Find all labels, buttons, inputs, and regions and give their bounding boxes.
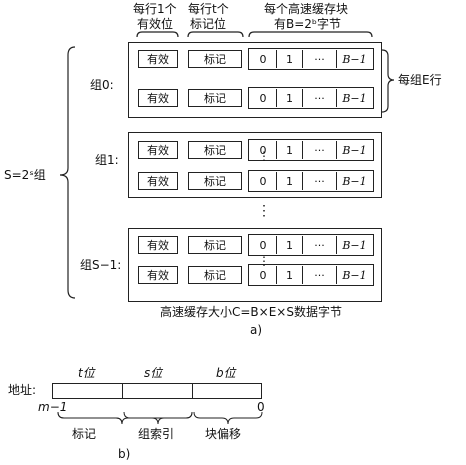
tag-cell: 标记 <box>188 50 242 68</box>
block-header-bracket <box>248 31 373 38</box>
address-divider-1 <box>122 383 123 399</box>
block-byte-last-cell: B−1 <box>336 141 372 159</box>
tag-cell: 标记 <box>188 141 242 159</box>
block-byte-0-cell: 0 <box>259 52 267 66</box>
tag-header-bracket <box>187 31 244 38</box>
block-bytes-ellipsis-cell: ··· <box>302 236 336 254</box>
block-byte-0-cell: 0 <box>259 238 267 252</box>
address-label: 地址: <box>8 383 37 397</box>
index-field-caption: 组索引 <box>138 427 175 441</box>
lines-per-set-label: 每组E行 <box>398 73 442 87</box>
block-byte-last-cell: B−1 <box>336 172 372 190</box>
block-bytes-ellipsis-cell: ··· <box>302 141 336 159</box>
cache-block-outline <box>248 264 374 286</box>
set-1-label: 组1: <box>95 153 119 167</box>
t-field-label: t位 <box>78 366 95 380</box>
between-sets-dots: ⋮ <box>257 203 271 219</box>
cache-size-caption: 高速缓存大小C=B×E×S数据字节 <box>160 305 342 319</box>
tag-cell: 标记 <box>188 89 242 107</box>
cache-block-outline <box>248 170 374 192</box>
tag-cell: 标记 <box>188 266 242 284</box>
index-bracket <box>123 411 193 425</box>
block-bytes-ellipsis-cell: ··· <box>302 172 336 190</box>
block-byte-0-cell: 0 <box>259 91 267 105</box>
valid-bit-cell: 有效 <box>138 266 178 284</box>
tag-header-line2: 标记位 <box>190 17 227 31</box>
set-last-box <box>128 228 382 302</box>
block-byte-last-cell: B−1 <box>336 236 372 254</box>
set-1-box <box>128 132 382 198</box>
address-bar <box>52 383 262 399</box>
set-0-box <box>128 42 382 118</box>
valid-bit-cell: 有效 <box>138 89 178 107</box>
figure-b-label: b) <box>118 447 131 461</box>
set-last-label: 组S−1: <box>80 258 122 272</box>
b-field-label: b位 <box>216 366 236 380</box>
valid-bit-cell: 有效 <box>138 50 178 68</box>
msb-label: m−1 <box>38 400 68 414</box>
set-0-label: 组0: <box>90 78 114 92</box>
offset-bracket <box>193 411 263 425</box>
block-header-line1: 每个高速缓存块 <box>264 2 349 16</box>
block-header-line2: 有B=2ᵇ字节 <box>274 17 342 31</box>
block-byte-0-cell: 0 <box>259 143 267 157</box>
tag-field-caption: 标记 <box>72 427 97 441</box>
tag-header-line1: 每行t个 <box>188 2 229 16</box>
block-byte-1-cell: 1 <box>276 172 302 190</box>
offset-field-caption: 块偏移 <box>205 427 242 441</box>
lsb-label: 0 <box>257 400 265 414</box>
sets-brace <box>59 46 76 299</box>
block-byte-1-cell: 1 <box>276 50 302 68</box>
set-1-line-dots: ⋮ <box>258 149 270 163</box>
block-byte-1-cell: 1 <box>276 236 302 254</box>
tag-cell: 标记 <box>188 172 242 190</box>
valid-bit-cell: 有效 <box>138 172 178 190</box>
block-bytes-ellipsis-cell: ··· <box>302 89 336 107</box>
sets-count-label: S=2ˢ组 <box>4 168 46 182</box>
cache-block-outline <box>248 87 374 109</box>
valid-header-bracket <box>136 31 179 38</box>
s-field-label: s位 <box>144 366 163 380</box>
valid-bit-cell: 有效 <box>138 141 178 159</box>
valid-header-line1: 每行1个 <box>133 2 177 16</box>
block-byte-1-cell: 1 <box>276 89 302 107</box>
block-bytes-ellipsis-cell: ··· <box>302 266 336 284</box>
set-last-line-dots: ⋮ <box>258 254 270 268</box>
cache-block-outline <box>248 234 374 256</box>
block-byte-0-cell: 0 <box>259 268 267 282</box>
block-byte-1-cell: 1 <box>276 266 302 284</box>
cache-block-outline <box>248 48 374 70</box>
block-byte-last-cell: B−1 <box>336 50 372 68</box>
address-divider-2 <box>192 383 193 399</box>
block-bytes-ellipsis-cell: ··· <box>302 50 336 68</box>
block-byte-0-cell: 0 <box>259 174 267 188</box>
block-byte-last-cell: B−1 <box>336 266 372 284</box>
lines-brace <box>381 49 395 113</box>
tag-cell: 标记 <box>188 236 242 254</box>
valid-bit-cell: 有效 <box>138 236 178 254</box>
block-byte-last-cell: B−1 <box>336 89 372 107</box>
figure-a-label: a) <box>250 323 263 337</box>
cache-block-outline <box>248 139 374 161</box>
valid-header-line2: 有效位 <box>137 17 174 31</box>
block-byte-1-cell: 1 <box>276 141 302 159</box>
